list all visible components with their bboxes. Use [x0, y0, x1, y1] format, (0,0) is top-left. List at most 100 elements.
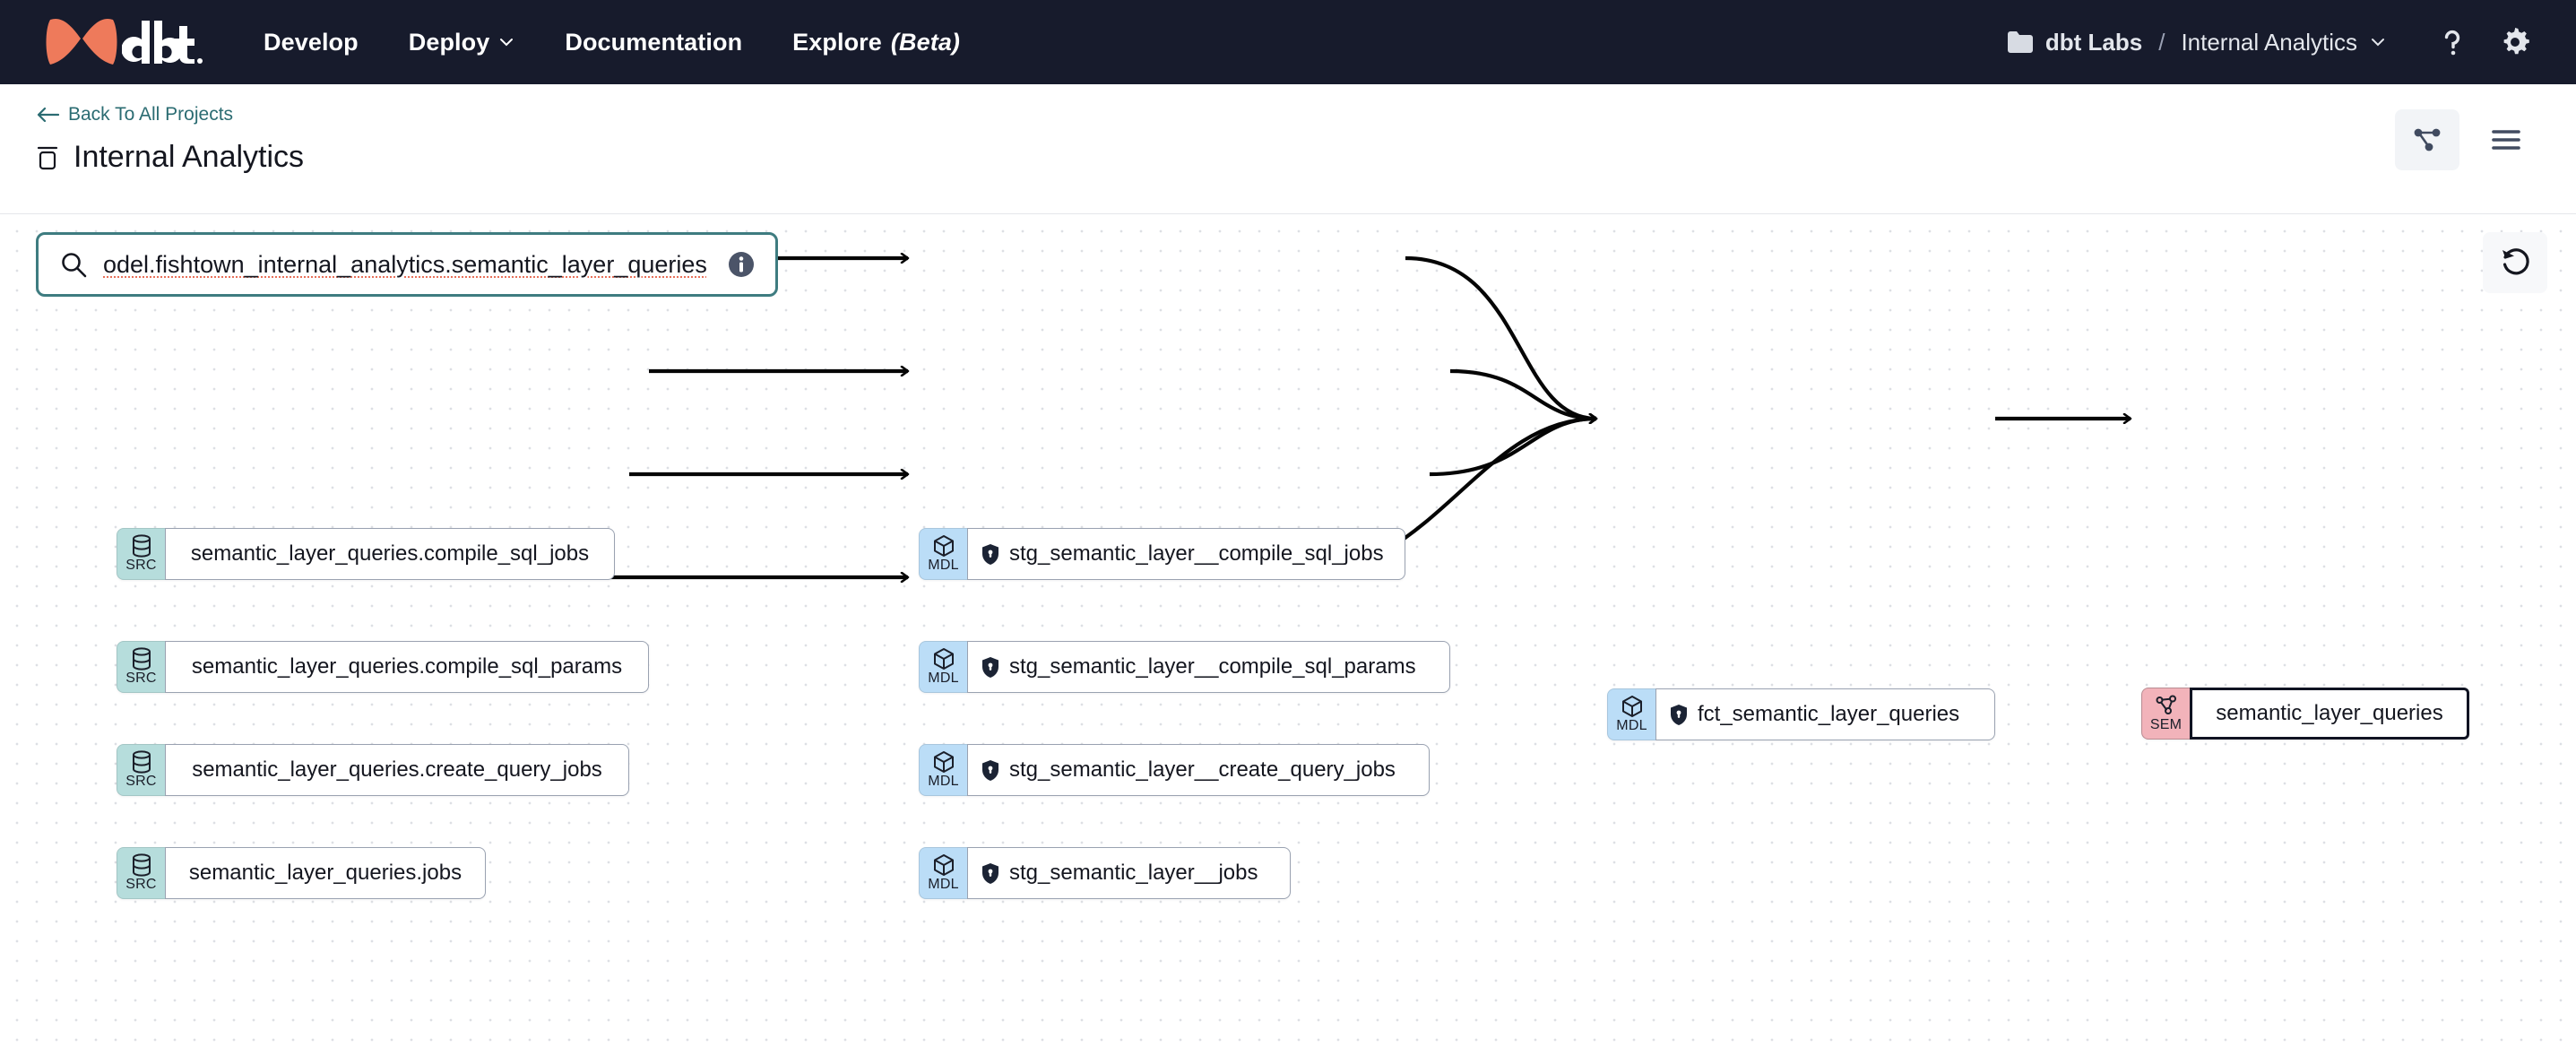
- cube-icon: [932, 750, 955, 774]
- cube-icon: [932, 534, 955, 558]
- project-subheader: Back To All Projects Internal Analytics: [0, 84, 2576, 214]
- nav-link-deploy[interactable]: Deploy: [409, 29, 515, 56]
- lineage-node-mdl[interactable]: MDL stg_semantic_layer__create_query_job…: [919, 744, 1430, 796]
- info-icon[interactable]: [727, 250, 756, 279]
- top-navigation-bar: Develop Deploy Documentation Explore (Be…: [0, 0, 2576, 84]
- node-label: stg_semantic_layer__compile_sql_jobs: [1009, 541, 1384, 566]
- folder-icon: [2007, 31, 2033, 53]
- cube-icon: [932, 647, 955, 671]
- search-input[interactable]: odel.fishtown_internal_analytics.semanti…: [103, 250, 707, 278]
- node-type-badge-mdl: MDL: [1607, 688, 1655, 740]
- lineage-node-mdl[interactable]: MDL stg_semantic_layer__compile_sql_jobs: [919, 528, 1405, 580]
- project-name-label: Internal Analytics: [2181, 28, 2357, 56]
- database-cylinder-icon: [131, 534, 152, 558]
- node-body: semantic_layer_queries.create_query_jobs: [165, 744, 629, 796]
- org-name-label: dbt Labs: [2044, 28, 2143, 56]
- private-shield-icon: [982, 656, 998, 678]
- node-type-code: MDL: [928, 671, 959, 686]
- back-link-label: Back To All Projects: [68, 104, 234, 125]
- page-title: Internal Analytics: [73, 140, 305, 174]
- lineage-node-sem-selected[interactable]: SEM semantic_layer_queries: [2141, 688, 2469, 740]
- view-switcher: [2395, 109, 2538, 170]
- lineage-graph-icon: [2414, 128, 2441, 151]
- cube-icon: [1621, 695, 1644, 718]
- graph-view-button[interactable]: [2395, 109, 2459, 170]
- edge-mdl2-fct1: [1449, 368, 1596, 419]
- lineage-node-src[interactable]: SRC semantic_layer_queries.create_query_…: [117, 744, 629, 796]
- dbt-brand-logo[interactable]: [43, 14, 204, 70]
- nav-link-develop[interactable]: Develop: [264, 29, 359, 56]
- node-type-badge-src: SRC: [117, 847, 165, 899]
- database-cylinder-icon: [131, 647, 152, 671]
- node-label: semantic_layer_queries.jobs: [188, 861, 462, 885]
- breadcrumb-separator: /: [2158, 28, 2165, 56]
- page-title-row: Internal Analytics: [36, 140, 304, 175]
- node-type-badge-sem: SEM: [2141, 688, 2190, 740]
- nav-link-explore-label: Explore: [792, 28, 882, 56]
- node-type-badge-src: SRC: [117, 528, 165, 580]
- lineage-node-src[interactable]: SRC semantic_layer_queries.jobs: [117, 847, 486, 899]
- semantic-network-icon: [2155, 694, 2178, 717]
- node-body: stg_semantic_layer__create_query_jobs: [967, 744, 1430, 796]
- node-label: stg_semantic_layer__create_query_jobs: [1009, 757, 1396, 782]
- node-label: stg_semantic_layer__compile_sql_params: [1009, 654, 1416, 679]
- node-type-badge-mdl: MDL: [919, 528, 967, 580]
- node-body: stg_semantic_layer__compile_sql_params: [967, 641, 1450, 693]
- node-type-code: SRC: [125, 671, 157, 686]
- nav-link-deploy-label: Deploy: [408, 28, 490, 56]
- node-type-code: SRC: [125, 774, 157, 789]
- org-breadcrumb[interactable]: dbt Labs: [2007, 29, 2142, 56]
- reset-view-button[interactable]: [2483, 232, 2547, 293]
- project-breadcrumb-dropdown[interactable]: Internal Analytics: [2181, 29, 2386, 56]
- nav-link-develop-label: Develop: [264, 28, 359, 56]
- node-type-code: MDL: [1616, 718, 1647, 733]
- node-label: semantic_layer_queries: [2216, 701, 2443, 725]
- nav-link-documentation-label: Documentation: [565, 28, 743, 56]
- node-body: stg_semantic_layer__jobs: [967, 847, 1291, 899]
- node-type-code: MDL: [928, 774, 959, 789]
- lineage-canvas[interactable]: odel.fishtown_internal_analytics.semanti…: [0, 214, 2576, 1047]
- arrow-left-icon: [37, 107, 59, 123]
- lineage-node-src[interactable]: SRC semantic_layer_queries.compile_sql_p…: [117, 641, 649, 693]
- node-type-badge-src: SRC: [117, 744, 165, 796]
- node-type-badge-mdl: MDL: [919, 847, 967, 899]
- lineage-graph: SRC semantic_layer_queries.compile_sql_j…: [0, 214, 2576, 1047]
- private-shield-icon: [982, 759, 998, 781]
- lineage-node-fct[interactable]: MDL fct_semantic_layer_queries: [1607, 688, 1995, 740]
- node-type-code: MDL: [928, 558, 959, 573]
- question-mark-icon: [2444, 30, 2460, 56]
- back-to-all-projects-link[interactable]: Back To All Projects: [36, 104, 304, 125]
- nav-link-explore-beta-tag: (Beta): [890, 28, 961, 56]
- node-label: fct_semantic_layer_queries: [1698, 702, 1960, 726]
- node-body: semantic_layer_queries.jobs: [165, 847, 486, 899]
- reset-arrow-icon: [2503, 248, 2529, 275]
- nav-link-documentation[interactable]: Documentation: [565, 29, 742, 56]
- nav-link-explore[interactable]: Explore (Beta): [792, 29, 960, 56]
- lineage-edges: [486, 214, 2576, 1047]
- node-type-code: SRC: [125, 558, 157, 573]
- node-type-code: SEM: [2149, 717, 2183, 732]
- private-shield-icon: [982, 862, 998, 884]
- node-body: semantic_layer_queries.compile_sql_param…: [165, 641, 649, 693]
- node-body: stg_semantic_layer__compile_sql_jobs: [967, 528, 1405, 580]
- node-type-code: MDL: [928, 877, 959, 892]
- private-shield-icon: [1671, 704, 1687, 725]
- edge-mdl1-fct1: [1405, 255, 1596, 419]
- node-search-box[interactable]: odel.fishtown_internal_analytics.semanti…: [36, 232, 778, 297]
- lineage-node-mdl[interactable]: MDL stg_semantic_layer__compile_sql_para…: [919, 641, 1450, 693]
- cube-icon: [932, 853, 955, 877]
- list-view-button[interactable]: [2474, 109, 2538, 170]
- node-label: semantic_layer_queries.create_query_jobs: [192, 757, 602, 782]
- lineage-node-src[interactable]: SRC semantic_layer_queries.compile_sql_j…: [117, 528, 615, 580]
- node-type-badge-mdl: MDL: [919, 744, 967, 796]
- settings-button[interactable]: [2492, 19, 2538, 65]
- help-button[interactable]: [2429, 19, 2476, 65]
- search-icon: [62, 253, 87, 278]
- lineage-node-mdl[interactable]: MDL stg_semantic_layer__jobs: [919, 847, 1291, 899]
- node-type-badge-mdl: MDL: [919, 641, 967, 693]
- nav-right-cluster: dbt Labs / Internal Analytics: [2007, 19, 2538, 65]
- chevron-down-icon: [2372, 39, 2384, 47]
- primary-nav-links: Develop Deploy Documentation Explore (Be…: [264, 29, 960, 56]
- subheader-left: Back To All Projects Internal Analytics: [36, 104, 304, 175]
- node-label: semantic_layer_queries.compile_sql_param…: [191, 654, 623, 679]
